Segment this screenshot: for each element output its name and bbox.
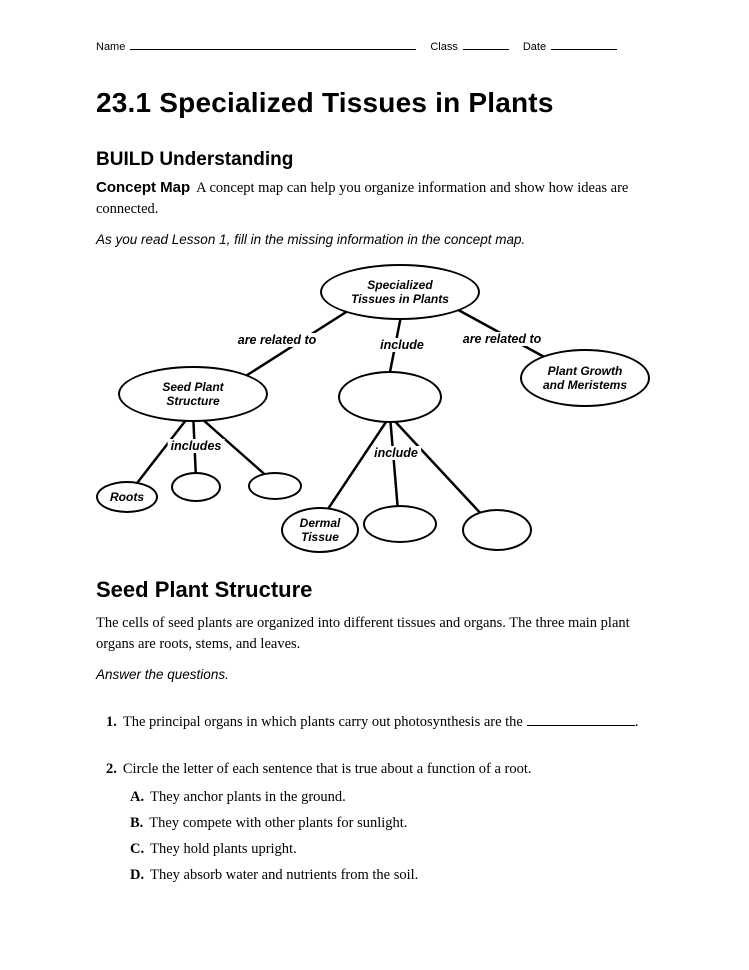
- q2-option-c-text: They hold plants upright.: [150, 841, 297, 858]
- node-dermal-tissue: Dermal Tissue: [281, 507, 359, 554]
- question-2: 2. Circle the letter of each sentence tha…: [96, 759, 655, 780]
- node-blank-middle: [338, 371, 442, 424]
- lesson-instruction: As you read Lesson 1, fill in the missin…: [96, 232, 526, 248]
- q2-option-b: B. They compete with other plants for sun…: [96, 815, 655, 832]
- concept-map-lead-label: Concept Map: [96, 179, 191, 196]
- answer-instruction: Answer the questions.: [96, 667, 229, 683]
- q2-option-c-letter: C.: [130, 841, 145, 858]
- q1-number: 1.: [106, 714, 117, 731]
- page-title: 23.1 Specialized Tissues in Plants: [96, 87, 554, 118]
- node-seed-plant-structure: Seed Plant Structure: [118, 366, 268, 423]
- q2-text: Circle the letter of each sentence that …: [122, 761, 532, 778]
- class-label: Class: [430, 41, 458, 53]
- node-specialized-tissues: Specialized Tissues in Plants: [320, 264, 480, 321]
- date-label: Date: [522, 41, 547, 53]
- section-paragraph: The cells of seed plants are organized i…: [96, 615, 630, 653]
- node-roots: Roots: [96, 481, 158, 514]
- q1-text: The principal organs in which plants car…: [122, 714, 523, 731]
- date-blank-line: [551, 38, 618, 50]
- q2-option-b-text: They compete with other plants for sunli…: [149, 815, 408, 832]
- q2-option-d-letter: D.: [130, 867, 145, 884]
- label-are-related-to-left: are related to: [234, 333, 320, 348]
- question-1: 1. The principal organs in which plants c…: [96, 712, 655, 733]
- header-row: Name Class Date: [96, 38, 655, 53]
- q2-option-a-letter: A.: [130, 789, 145, 806]
- q2-option-b-letter: B.: [130, 815, 144, 832]
- q2-option-d: D. They absorb water and nutrients from t…: [96, 867, 655, 884]
- concept-map: are related to include are related to in…: [96, 261, 656, 561]
- concept-map-edges: [133, 304, 549, 518]
- node-blank-4: [462, 509, 532, 552]
- q1-answer-blank: [526, 714, 635, 727]
- node-blank-2: [248, 472, 302, 501]
- name-label: Name: [96, 41, 126, 53]
- name-blank-line: [130, 38, 417, 50]
- section-heading: Seed Plant Structure: [96, 577, 313, 603]
- q2-option-a: A. They anchor plants in the ground.: [96, 789, 655, 806]
- q2-number: 2.: [106, 761, 117, 778]
- node-blank-1: [171, 472, 221, 503]
- class-blank-line: [462, 38, 509, 50]
- label-includes: includes: [167, 439, 225, 454]
- q2-option-c: C. They hold plants upright.: [96, 841, 655, 858]
- label-include-bottom: include: [371, 446, 421, 461]
- concept-map-lead-text: A concept map can help you organize info…: [96, 180, 629, 218]
- label-include-middle: include: [377, 338, 427, 353]
- node-plant-growth-meristems: Plant Growth and Meristems: [520, 349, 650, 408]
- q2-option-a-text: They anchor plants in the ground.: [150, 789, 346, 806]
- q1-suffix: .: [634, 714, 639, 731]
- build-understanding-heading: BUILD Understanding: [96, 149, 294, 170]
- q2-option-d-text: They absorb water and nutrients from the…: [150, 867, 419, 884]
- node-blank-3: [363, 505, 437, 544]
- label-are-related-to-right: are related to: [459, 332, 545, 347]
